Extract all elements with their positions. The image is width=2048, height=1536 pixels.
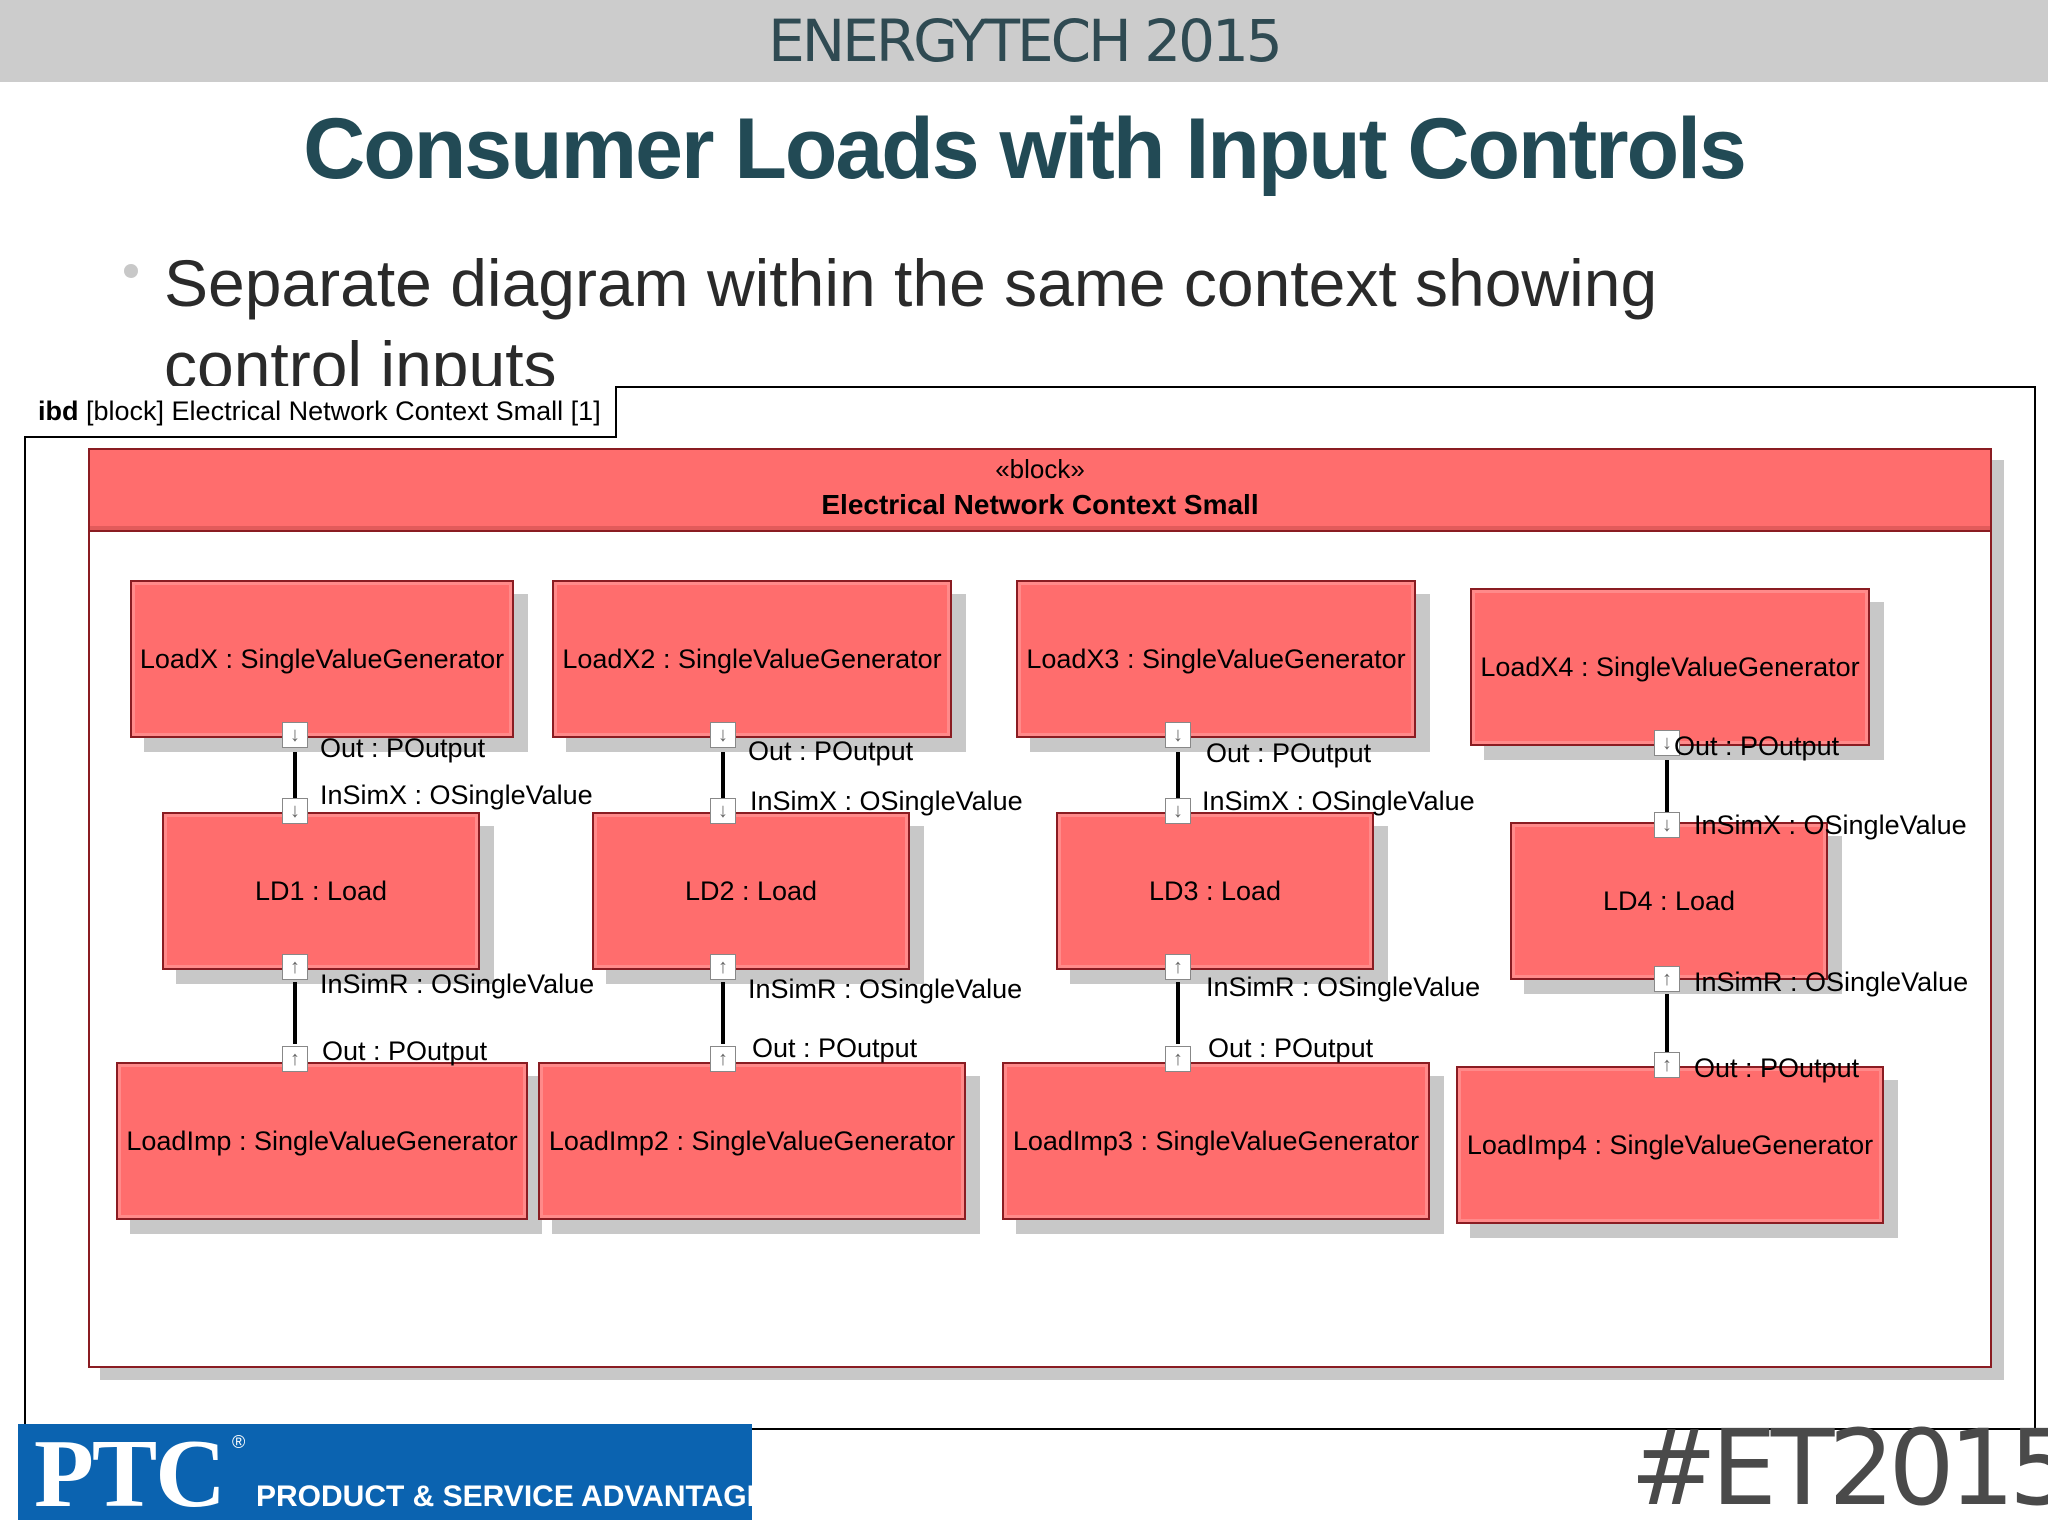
port-label: InSimR : OSingleValue bbox=[320, 969, 595, 999]
block-name: Electrical Network Context Small bbox=[821, 489, 1259, 520]
connector-input bbox=[721, 752, 725, 808]
connector-feedback bbox=[721, 982, 725, 1044]
port-label: InSimR : OSingleValue bbox=[748, 974, 1023, 1004]
part-load[interactable]: LD3 : Load bbox=[1056, 812, 1374, 970]
port-in-up-icon: ↑ bbox=[1165, 1046, 1191, 1072]
port-label: Out : POutput bbox=[752, 1033, 918, 1063]
port-label: InSimX : OSingleValue bbox=[1202, 786, 1475, 816]
bullet-icon bbox=[124, 264, 138, 278]
connector-input bbox=[293, 752, 297, 808]
connector-feedback bbox=[1176, 982, 1180, 1044]
block-stereotype: «block» bbox=[995, 454, 1085, 484]
port-label: InSimR : OSingleValue bbox=[1694, 967, 1969, 997]
port-out-up-icon: ↑ bbox=[710, 954, 736, 980]
ptc-logo-badge bbox=[18, 1424, 752, 1520]
part-bottom-generator[interactable]: LoadImp2 : SingleValueGenerator bbox=[538, 1062, 966, 1220]
part-top-generator[interactable]: LoadX4 : SingleValueGenerator bbox=[1470, 588, 1870, 746]
port-out-up-icon: ↑ bbox=[282, 954, 308, 980]
port-label: Out : POutput bbox=[320, 733, 486, 763]
port-label: InSimR : OSingleValue bbox=[1206, 972, 1481, 1002]
connector-input bbox=[1176, 752, 1180, 808]
ptc-tagline: PRODUCT & SERVICE ADVANTAGE® bbox=[256, 1480, 789, 1513]
part-load[interactable]: LD2 : Load bbox=[592, 812, 910, 970]
port-out-down-icon: ↓ bbox=[1654, 730, 1680, 756]
connector-feedback bbox=[1665, 994, 1669, 1052]
port-label: Out : POutput bbox=[1694, 1053, 1860, 1083]
part-bottom-generator[interactable]: LoadImp3 : SingleValueGenerator bbox=[1002, 1062, 1430, 1220]
event-title: ENERGYTECH 2015 bbox=[768, 7, 1283, 75]
context-block-header: «block» Electrical Network Context Small bbox=[88, 448, 1992, 532]
port-in-down-icon: ↓ bbox=[1165, 798, 1191, 824]
slide-title: Consumer Loads with Input Controls bbox=[303, 101, 1747, 197]
part-bottom-generator[interactable]: LoadImp : SingleValueGenerator bbox=[116, 1062, 528, 1220]
port-label: InSimX : OSingleValue bbox=[1694, 810, 1967, 840]
event-hashtag: #ET2015 bbox=[1630, 1407, 2048, 1529]
part-bottom-generator[interactable]: LoadImp4 : SingleValueGenerator bbox=[1456, 1066, 1884, 1224]
port-label: InSimX : OSingleValue bbox=[750, 786, 1023, 816]
port-in-up-icon: ↑ bbox=[1654, 1052, 1680, 1078]
port-label: Out : POutput bbox=[748, 736, 914, 766]
port-label: Out : POutput bbox=[1206, 738, 1372, 768]
ptc-logo-text: PTC bbox=[34, 1420, 226, 1528]
part-load[interactable]: LD1 : Load bbox=[162, 812, 480, 970]
port-label: Out : POutput bbox=[1674, 731, 1840, 761]
connector-feedback bbox=[293, 982, 297, 1044]
port-out-up-icon: ↑ bbox=[1654, 966, 1680, 992]
port-in-down-icon: ↓ bbox=[710, 798, 736, 824]
frame-label: [block] Electrical Network Context Small… bbox=[86, 396, 601, 426]
port-out-down-icon: ↓ bbox=[282, 722, 308, 748]
diagram-frame-tab: ibd [block] Electrical Network Context S… bbox=[24, 386, 617, 438]
bullet-text: Separate diagram within the same context… bbox=[164, 246, 1658, 402]
port-in-up-icon: ↑ bbox=[710, 1046, 736, 1072]
port-out-up-icon: ↑ bbox=[1165, 954, 1191, 980]
port-label: Out : POutput bbox=[1208, 1033, 1374, 1063]
port-in-up-icon: ↑ bbox=[282, 1046, 308, 1072]
port-label: Out : POutput bbox=[322, 1036, 488, 1066]
part-top-generator[interactable]: LoadX3 : SingleValueGenerator bbox=[1016, 580, 1416, 738]
part-top-generator[interactable]: LoadX : SingleValueGenerator bbox=[130, 580, 514, 738]
port-in-down-icon: ↓ bbox=[1654, 812, 1680, 838]
frame-kind: ibd bbox=[38, 396, 79, 426]
part-load[interactable]: LD4 : Load bbox=[1510, 822, 1828, 980]
port-out-down-icon: ↓ bbox=[1165, 722, 1191, 748]
port-label: InSimX : OSingleValue bbox=[320, 780, 593, 810]
header-bar bbox=[0, 0, 2048, 82]
port-in-down-icon: ↓ bbox=[282, 798, 308, 824]
part-top-generator[interactable]: LoadX2 : SingleValueGenerator bbox=[552, 580, 952, 738]
connector-input bbox=[1665, 760, 1669, 822]
port-out-down-icon: ↓ bbox=[710, 722, 736, 748]
ptc-registered-mark: ® bbox=[232, 1432, 246, 1452]
